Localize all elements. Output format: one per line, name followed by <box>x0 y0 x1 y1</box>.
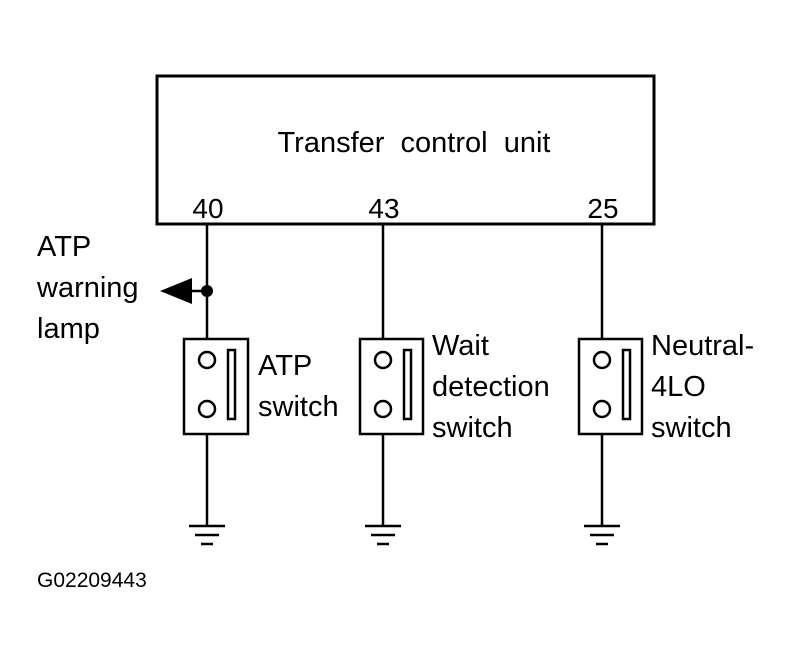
control-unit-label: Transfer control unit <box>278 127 551 159</box>
wait-switch-blade <box>402 348 413 421</box>
wait-switch-box <box>358 337 425 436</box>
atp-switch-box <box>182 337 250 436</box>
wait-switch-label-line-3: switch <box>432 412 513 444</box>
neutral-switch-label-line-2: 4LO <box>651 371 706 403</box>
lamp-label-line-3: lamp <box>37 313 100 345</box>
wait-switch-label-line-1: Wait <box>432 330 489 362</box>
atp-warning-lamp-label: ATP warning lamp <box>36 231 139 345</box>
ground-icon <box>365 524 401 546</box>
neutral-switch-contact-bottom <box>592 399 612 419</box>
control-unit-box <box>155 74 656 226</box>
pin-43-label: 43 <box>368 193 399 224</box>
lamp-label-line-1: ATP <box>37 231 91 263</box>
arrow-to-lamp-icon <box>160 278 192 304</box>
atp-switch-label-line-1: ATP <box>258 350 312 382</box>
neutral-switch-label-line-3: switch <box>651 412 732 444</box>
figure-code: G02209443 <box>37 569 147 592</box>
atp-switch-blade <box>226 348 237 421</box>
neutral-switch-blade <box>621 348 632 421</box>
wait-switch-label-line-2: detection <box>432 371 550 403</box>
atp-switch-label-line-2: switch <box>258 391 339 423</box>
pin-40-label: 40 <box>192 193 223 224</box>
lamp-label-line-2: warning <box>36 272 139 304</box>
neutral-switch-contact-top <box>592 350 612 370</box>
ground-icon <box>189 524 225 546</box>
wait-switch-contact-bottom <box>373 399 393 419</box>
pin-25-label: 25 <box>587 193 618 224</box>
ground-icon <box>584 524 620 546</box>
neutral-switch-label-line-1: Neutral- <box>651 330 754 362</box>
atp-switch-contact-top <box>197 350 217 370</box>
atp-switch-contact-bottom <box>197 399 217 419</box>
neutral-switch-box <box>577 337 644 436</box>
wait-switch-contact-top <box>373 350 393 370</box>
